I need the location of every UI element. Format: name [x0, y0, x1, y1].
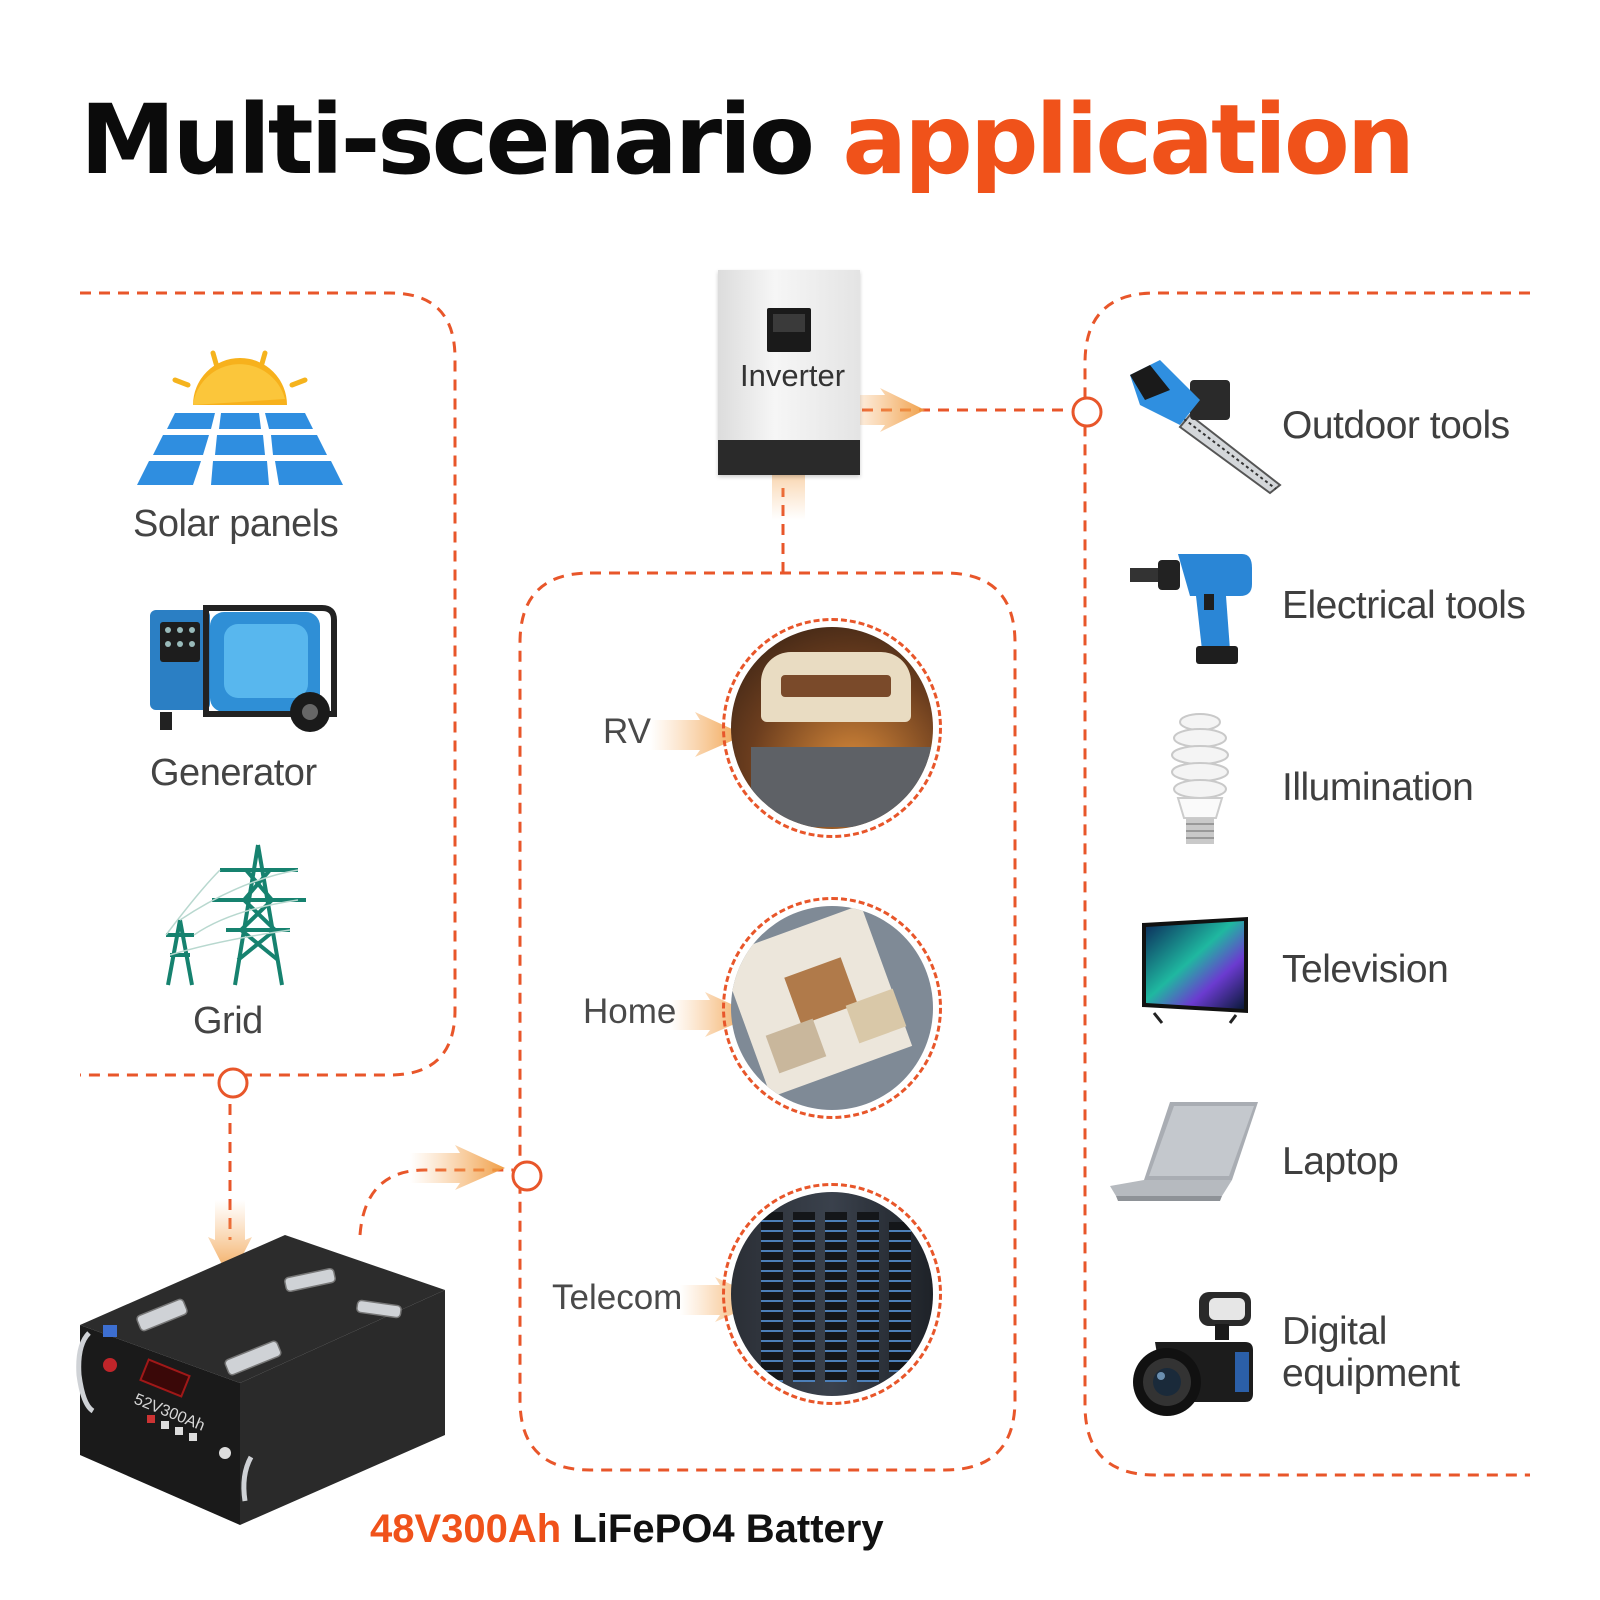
- drill-icon: [1130, 554, 1252, 664]
- sources-box-outline: [80, 291, 457, 1077]
- devices-box-outline: [1083, 291, 1530, 1477]
- scenario-label-rv: RV: [603, 712, 651, 751]
- light-bulb-icon: [1171, 713, 1229, 844]
- battery-device: 52V300Ah: [76, 1235, 445, 1525]
- center-node: [511, 1160, 543, 1192]
- inverter-label: Inverter: [740, 358, 846, 393]
- source-label-generator: Generator: [150, 752, 317, 794]
- camera-icon: [1133, 1292, 1253, 1416]
- tv-icon: [1142, 917, 1248, 1024]
- scenario-circle-home: [722, 897, 942, 1119]
- generator-icon: [150, 605, 337, 732]
- scenario-circle-rv: [722, 618, 942, 838]
- device-label-electrical-tools: Electrical tools: [1282, 584, 1526, 627]
- page-title: Multi-scenario application: [80, 92, 1415, 188]
- chainsaw-icon: [1130, 360, 1282, 495]
- device-label-digital: Digital: [1282, 1310, 1387, 1353]
- arrow-right-icon: [670, 992, 755, 1037]
- power-tower-icon: [165, 844, 306, 986]
- device-label-outdoor-tools: Outdoor tools: [1282, 404, 1510, 447]
- home-floorplan-photo: [731, 906, 933, 1110]
- arrow-right-icon: [650, 712, 745, 757]
- battery-caption: 48V300Ah LiFePO4 Battery: [370, 1507, 884, 1552]
- arrow-right-icon: [840, 388, 925, 432]
- server-rack-photo: [731, 1192, 933, 1396]
- arrow-down-icon: [208, 1200, 252, 1280]
- scenario-circle-telecom: [722, 1183, 942, 1405]
- arrow-right-icon: [410, 1145, 505, 1190]
- scenario-label-telecom: Telecom: [552, 1278, 683, 1317]
- laptop-icon: [1110, 1102, 1258, 1201]
- source-label-grid: Grid: [193, 1000, 263, 1042]
- battery-caption-rest: LiFePO4 Battery: [572, 1507, 884, 1551]
- rv-camping-photo: [731, 627, 933, 829]
- scenarios-box-outline: [518, 571, 1017, 1472]
- device-label-television: Television: [1282, 948, 1449, 991]
- title-part2: application: [842, 84, 1415, 196]
- device-label-illumination: Illumination: [1282, 766, 1474, 809]
- scenario-label-home: Home: [583, 992, 677, 1031]
- battery-caption-highlight: 48V300Ah: [370, 1507, 562, 1551]
- inverter-device: Inverter: [718, 270, 860, 475]
- grid-node: [217, 1067, 249, 1099]
- inverter-base: [718, 440, 860, 475]
- solar-panel-icon: [137, 350, 343, 485]
- device-label-laptop: Laptop: [1282, 1140, 1399, 1183]
- devices-node: [1071, 396, 1103, 428]
- device-label-equipment: equipment: [1282, 1352, 1460, 1395]
- title-part1: Multi-scenario: [80, 84, 815, 196]
- inverter-display: [767, 308, 811, 352]
- source-label-solar: Solar panels: [133, 503, 339, 545]
